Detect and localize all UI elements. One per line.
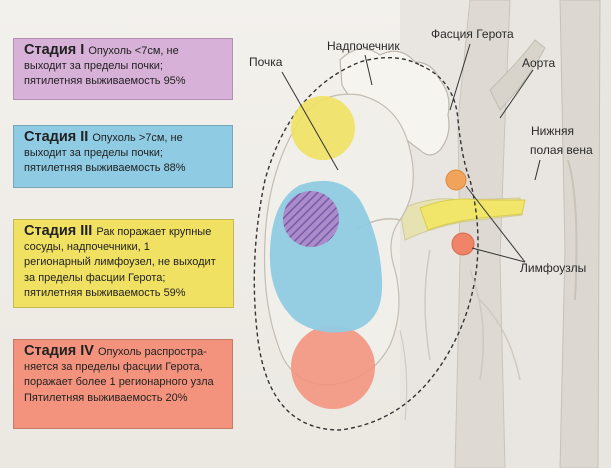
stage-iv-text-2: няется за пределы фасции Герота, [24,361,203,374]
stage-iii-text-4: за пределы фасции Герота; [24,271,166,284]
stage-iv-text-3: поражает более 1 регионарного узла [24,376,214,389]
stage-iii-title: Стадия III [24,223,97,239]
stage-iii-text-3: регионарный лимфоузел, не выходит [24,256,216,269]
stage-iv-text-1: Опухоль распростра- [97,346,207,358]
stage-iv-tumor [291,325,375,409]
aorta [454,0,511,468]
stage-iii-adrenal-tumor [291,96,355,160]
lymph-node-lower [451,232,475,256]
stage-i-text-2: выходит за пределы почки; [24,60,163,73]
stage-iii-text-5: пятилетняя выживаемость 59% [24,286,186,299]
adrenal-label: Надпочечник [327,39,400,53]
vena-cava [559,0,601,468]
stage-ii-text-1: Опухоль >7см, не [92,132,183,144]
stage-iii-text-1: Рак поражает крупные [96,226,212,238]
stage-iv-text-4: Пятилетняя выживаемость 20% [24,391,188,404]
lymph-nodes-label: Лимфоузлы [520,261,587,275]
vena-cava-label-line1: Нижняя [531,124,575,138]
stage-iii-text-2: сосуды, надпочечники, 1 [24,241,150,254]
stage-iv-box: Стадия IV Опухоль распростра- няется за … [13,339,233,429]
vena-cava-label-line2: полая вена [530,143,593,157]
stage-iv-title: Стадия IV [24,343,98,359]
kidney-label: Почка [249,55,283,69]
aorta-label: Аорта [522,56,556,70]
aorta-branch [489,39,546,111]
gerota-fascia-label: Фасция Герота [431,27,514,41]
stage-i-tumor [283,191,339,247]
stage-ii-box: Стадия II Опухоль >7см, не выходит за пр… [13,125,233,188]
stage-i-box: Стадия I Опухоль <7см, не выходит за пре… [13,38,233,100]
renal-vein-tumor [419,198,526,231]
stage-ii-title: Стадия II [24,129,93,145]
stage-ii-text-3: пятилетняя выживаемость 88% [24,162,186,175]
stage-i-text-1: Опухоль <7см, не [88,45,179,57]
lymph-node-upper [445,169,467,191]
stage-i-text-3: пятилетняя выживаемость 95% [24,75,186,88]
stage-i-title: Стадия I [24,42,89,58]
stage-ii-text-2: выходит за пределы почки; [24,147,163,160]
leader-lines [281,43,541,263]
stage-iii-box: Стадия III Рак поражает крупные сосуды, … [13,219,234,308]
